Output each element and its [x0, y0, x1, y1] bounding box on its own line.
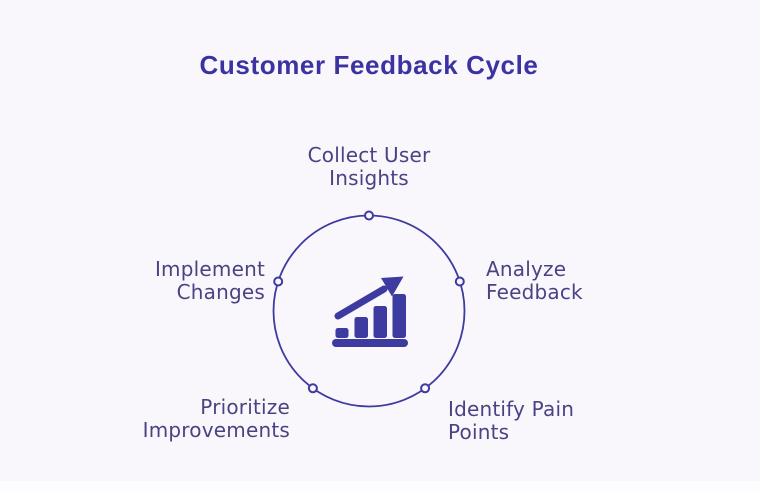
icon-baseline [332, 339, 408, 347]
step-label-collect-user-insights: Collect User Insights [307, 143, 431, 190]
icon-arrow-head [381, 276, 404, 297]
cycle-ring [272, 214, 466, 408]
step-label-implement-changes: Implement Changes [154, 257, 265, 304]
icon-bar-4 [392, 294, 406, 338]
icon-bar-1 [335, 328, 349, 338]
icon-arrow-shaft [334, 285, 388, 320]
page-title: Customer Feedback Cycle [199, 50, 539, 80]
cycle-node-top [364, 210, 374, 221]
cycle-node-bottom-right [420, 383, 431, 394]
cycle-node-right [454, 276, 465, 287]
cycle-node-left [273, 276, 284, 287]
icon-bar-3 [373, 306, 387, 338]
step-label-prioritize-improvements: Prioritize Improvements [142, 395, 290, 442]
bottom-edge-strip [0, 481, 760, 492]
icon-bar-2 [354, 317, 368, 338]
step-label-identify-pain-points: Identify Pain Points [448, 397, 575, 444]
cycle-node-bottom-left [307, 383, 318, 394]
step-label-analyze-feedback: Analyze Feedback [486, 257, 583, 304]
growth-bar-chart-icon [332, 276, 408, 347]
